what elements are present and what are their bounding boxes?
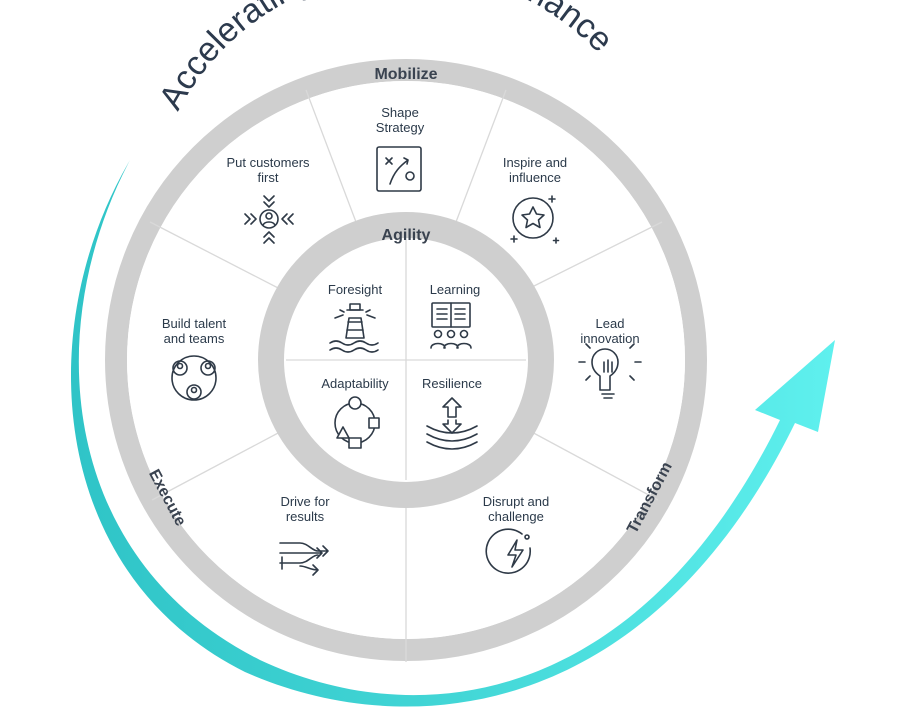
lightbulb-icon bbox=[578, 343, 642, 399]
inner-dividers bbox=[286, 240, 526, 480]
segment-label-line1: Drive for bbox=[280, 494, 330, 509]
segment-label-line1: Disrupt and bbox=[483, 494, 549, 509]
title-suffix: performance bbox=[421, 0, 620, 59]
inner-foresight: Foresight bbox=[328, 282, 383, 353]
ring-label-agility: Agility bbox=[382, 227, 431, 244]
resilience-icon bbox=[426, 397, 478, 450]
strategy-board-icon bbox=[376, 146, 422, 192]
segment-inspire-influence: Inspire and influence bbox=[503, 155, 567, 244]
segment-label-line1: Shape bbox=[381, 105, 419, 120]
segment-label-line2: innovation bbox=[580, 331, 639, 346]
segment-label-line1: Put customers bbox=[226, 155, 310, 170]
segment-label-line2: Strategy bbox=[376, 120, 425, 135]
inner-learning: Learning bbox=[430, 282, 481, 349]
segment-label-line2: influence bbox=[509, 170, 561, 185]
inner-ring bbox=[258, 212, 554, 508]
segment-lead-innovation: Lead innovation bbox=[578, 316, 642, 399]
segment-label-line2: first bbox=[258, 170, 279, 185]
inner-label: Foresight bbox=[328, 282, 383, 297]
inner-label: Learning bbox=[430, 282, 481, 297]
ring-label-mobilize: Mobilize bbox=[374, 66, 437, 83]
segment-shape-strategy: Shape Strategy bbox=[376, 105, 425, 192]
segment-label-line1: Build talent bbox=[162, 316, 227, 331]
inner-resilience: Resilience bbox=[422, 376, 482, 450]
segment-label-line1: Inspire and bbox=[503, 155, 567, 170]
star-icon bbox=[510, 195, 560, 244]
lightning-icon bbox=[485, 528, 532, 574]
segment-disrupt-challenge: Disrupt and challenge bbox=[483, 494, 549, 574]
inner-label: Adaptability bbox=[321, 376, 389, 391]
inner-adaptability: Adaptability bbox=[321, 376, 389, 449]
segment-build-talent: Build talent and teams bbox=[162, 316, 227, 401]
book-icon bbox=[430, 302, 472, 349]
segment-drive-results: Drive for results bbox=[279, 494, 330, 576]
segment-label-line1: Lead bbox=[596, 316, 625, 331]
customer-focus-icon bbox=[244, 195, 294, 244]
segment-customers-first: Put customers first bbox=[226, 155, 310, 244]
team-icon bbox=[171, 355, 217, 401]
segment-dividers bbox=[149, 89, 663, 662]
segment-label-line2: challenge bbox=[488, 509, 544, 524]
segment-label-line2: results bbox=[286, 509, 325, 524]
lighthouse-icon bbox=[329, 303, 379, 353]
arrows-icon bbox=[279, 542, 329, 576]
inner-label: Resilience bbox=[422, 376, 482, 391]
segment-label-line2: and teams bbox=[164, 331, 225, 346]
adapt-icon bbox=[334, 396, 380, 449]
